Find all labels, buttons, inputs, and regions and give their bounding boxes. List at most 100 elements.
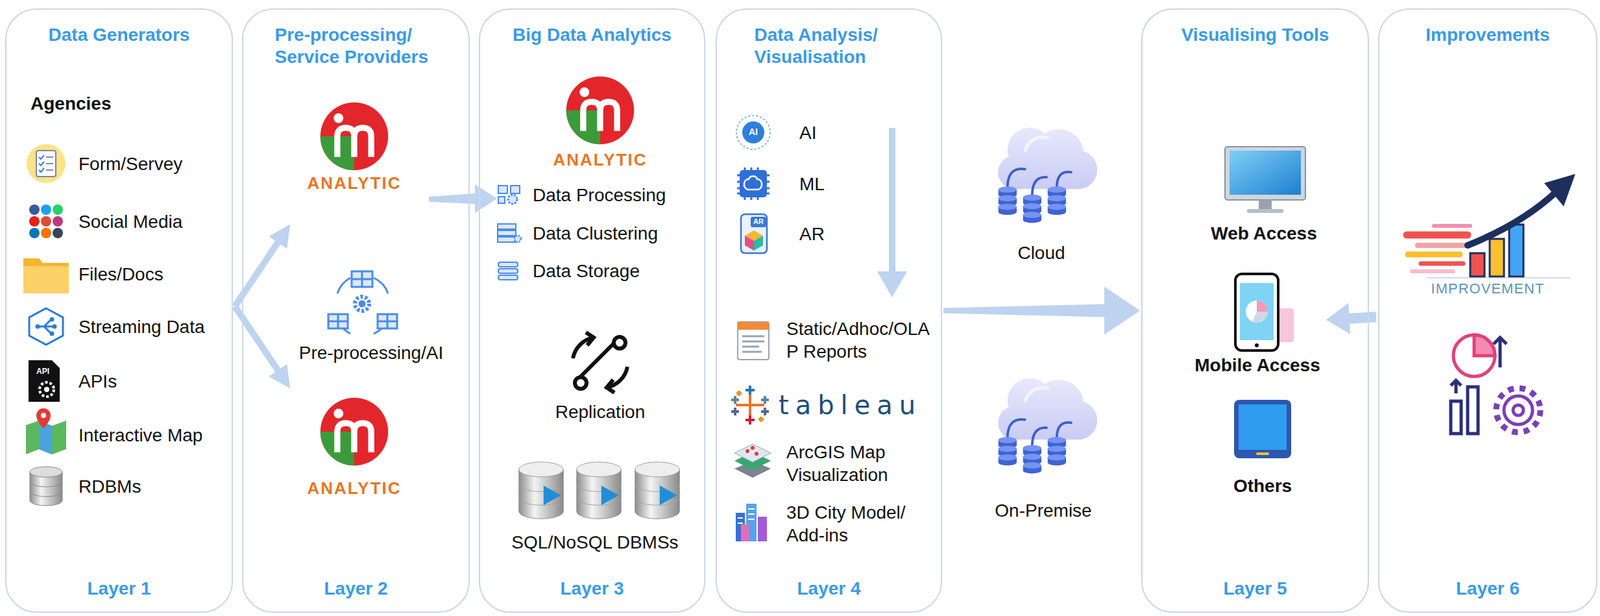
city-model-icon-part bbox=[737, 508, 755, 523]
item-label: AI bbox=[748, 126, 758, 139]
layer-label: Layer 3 bbox=[559, 577, 624, 600]
item-label: RDBMs bbox=[78, 474, 141, 498]
layer-panel: Web AccessMobile AccessOthers Visualising… bbox=[1141, 8, 1370, 613]
phone-icon-part bbox=[1256, 300, 1268, 312]
node-label: Cloud bbox=[1017, 242, 1065, 265]
node-label: Others bbox=[1233, 474, 1292, 497]
map-icon-part bbox=[36, 408, 51, 429]
social-media-icon-part bbox=[29, 204, 40, 215]
ar-icon-part bbox=[740, 214, 767, 254]
tablet-icon-part bbox=[1238, 404, 1287, 450]
item-label: APIs bbox=[78, 369, 117, 393]
item-label: Social Media bbox=[78, 210, 183, 233]
tableau-logo-mark-part bbox=[731, 407, 769, 416]
social-media-icon-part bbox=[40, 227, 52, 239]
tableau-logo-mark bbox=[731, 385, 769, 425]
form-icon-part bbox=[46, 157, 54, 170]
layer-panel: ANALYTIC ANALYTIC Pre-processing/ Service … bbox=[242, 8, 470, 613]
improvement-illustration-part bbox=[1467, 192, 1556, 246]
improvement-illustration-part bbox=[1420, 261, 1464, 267]
item-label: AI bbox=[799, 121, 817, 145]
processing-icon-part bbox=[498, 185, 508, 194]
folder-icon bbox=[23, 258, 69, 294]
replication-icon-part bbox=[613, 336, 626, 349]
node-label: Web Access bbox=[1210, 222, 1317, 245]
analytics-gear-icon-part bbox=[1496, 387, 1541, 433]
preprocessing-icon-part bbox=[351, 271, 373, 287]
item-label: Pre-processing/AI bbox=[299, 341, 444, 364]
replication-icon-part bbox=[606, 379, 615, 393]
replication-icon-part bbox=[585, 332, 594, 346]
ml-icon-part bbox=[739, 169, 767, 198]
rdbms-icon bbox=[29, 466, 63, 506]
api-icon-part bbox=[39, 382, 54, 397]
node-label: Mobile Access bbox=[1194, 354, 1320, 377]
panel-heading: Pre-processing/ Service Providers bbox=[275, 24, 438, 69]
streaming-icon-part bbox=[49, 331, 55, 337]
streaming-icon-part bbox=[35, 324, 41, 329]
clustering-icon-part bbox=[497, 230, 516, 236]
node-label: ANALYTIC bbox=[552, 149, 647, 170]
layer-panel: ANALYTICBig Data AnalyticsLayer 3 bbox=[478, 8, 706, 613]
monitor-icon-part bbox=[1258, 199, 1272, 209]
flow-arrow bbox=[428, 184, 497, 213]
layer-panel: ImprovementsLayer 6 bbox=[1378, 8, 1598, 613]
layer-label: Layer 6 bbox=[1455, 577, 1520, 600]
ml-icon bbox=[737, 167, 770, 200]
improvement-illustration-part bbox=[1489, 238, 1504, 277]
analytic-logo bbox=[320, 397, 389, 466]
social-media-icon-part bbox=[40, 216, 52, 227]
phone-icon bbox=[1235, 273, 1294, 351]
ar-icon-part bbox=[750, 216, 767, 228]
item-label: ArcGIS Map Visualization bbox=[786, 440, 926, 486]
city-model-icon bbox=[735, 503, 767, 542]
social-media-icon-part bbox=[40, 204, 52, 215]
form-icon-part bbox=[38, 155, 45, 172]
monitor-icon-part bbox=[1247, 208, 1284, 213]
node-label: ANALYTIC bbox=[306, 478, 401, 499]
clustering-icon-part bbox=[497, 223, 516, 230]
streaming-icon bbox=[29, 308, 63, 345]
tableau-logo-mark-part bbox=[731, 395, 769, 404]
node-label: On-Premise bbox=[994, 499, 1092, 522]
monitor-icon-part bbox=[1229, 150, 1301, 195]
arcgis-map-icon-part bbox=[745, 448, 750, 453]
clustering-icon bbox=[497, 223, 522, 243]
item-label: Form/Servey bbox=[78, 152, 183, 176]
api-icon bbox=[28, 360, 60, 402]
report-icon-part bbox=[742, 336, 765, 352]
item-label: Replication bbox=[555, 400, 646, 424]
layer-label: Layer 5 bbox=[1223, 577, 1287, 600]
processing-icon bbox=[498, 185, 520, 204]
item-label: 3D City Model/ Add-ins bbox=[786, 500, 926, 547]
node-label: ANALYTIC bbox=[306, 173, 401, 194]
form-icon bbox=[26, 144, 66, 183]
panel-heading: Visualising Tools bbox=[1158, 24, 1353, 47]
report-icon-part bbox=[737, 321, 769, 330]
item-label: API bbox=[36, 366, 50, 377]
panel-heading: Improvements bbox=[1390, 24, 1586, 47]
replication-icon bbox=[572, 332, 628, 393]
flow-arrow bbox=[877, 127, 908, 298]
analytics-gear-icon-part bbox=[1467, 386, 1479, 434]
item-label: IMPROVEMENT bbox=[1431, 279, 1545, 298]
logo-node: ANALYTIC bbox=[548, 73, 651, 170]
phone-icon-part bbox=[1252, 311, 1268, 324]
item-label: Streaming Data bbox=[78, 315, 206, 339]
replication-icon-part bbox=[574, 376, 587, 389]
analytic-logo bbox=[320, 102, 389, 171]
arcgis-map-icon-part bbox=[754, 451, 759, 456]
social-media-icon-part bbox=[52, 216, 63, 227]
analytics-gear-icon-part bbox=[1503, 395, 1533, 425]
folder-icon-part bbox=[23, 266, 69, 294]
preprocessing-icon-part bbox=[359, 301, 365, 307]
analytic-logo-part bbox=[320, 102, 389, 171]
preprocessing-icon-part bbox=[354, 296, 370, 311]
clustering-icon-part bbox=[514, 235, 522, 243]
item-label: AR bbox=[753, 217, 764, 227]
panel-heading: Data Generators bbox=[22, 24, 217, 47]
database-icon-part bbox=[519, 461, 564, 519]
